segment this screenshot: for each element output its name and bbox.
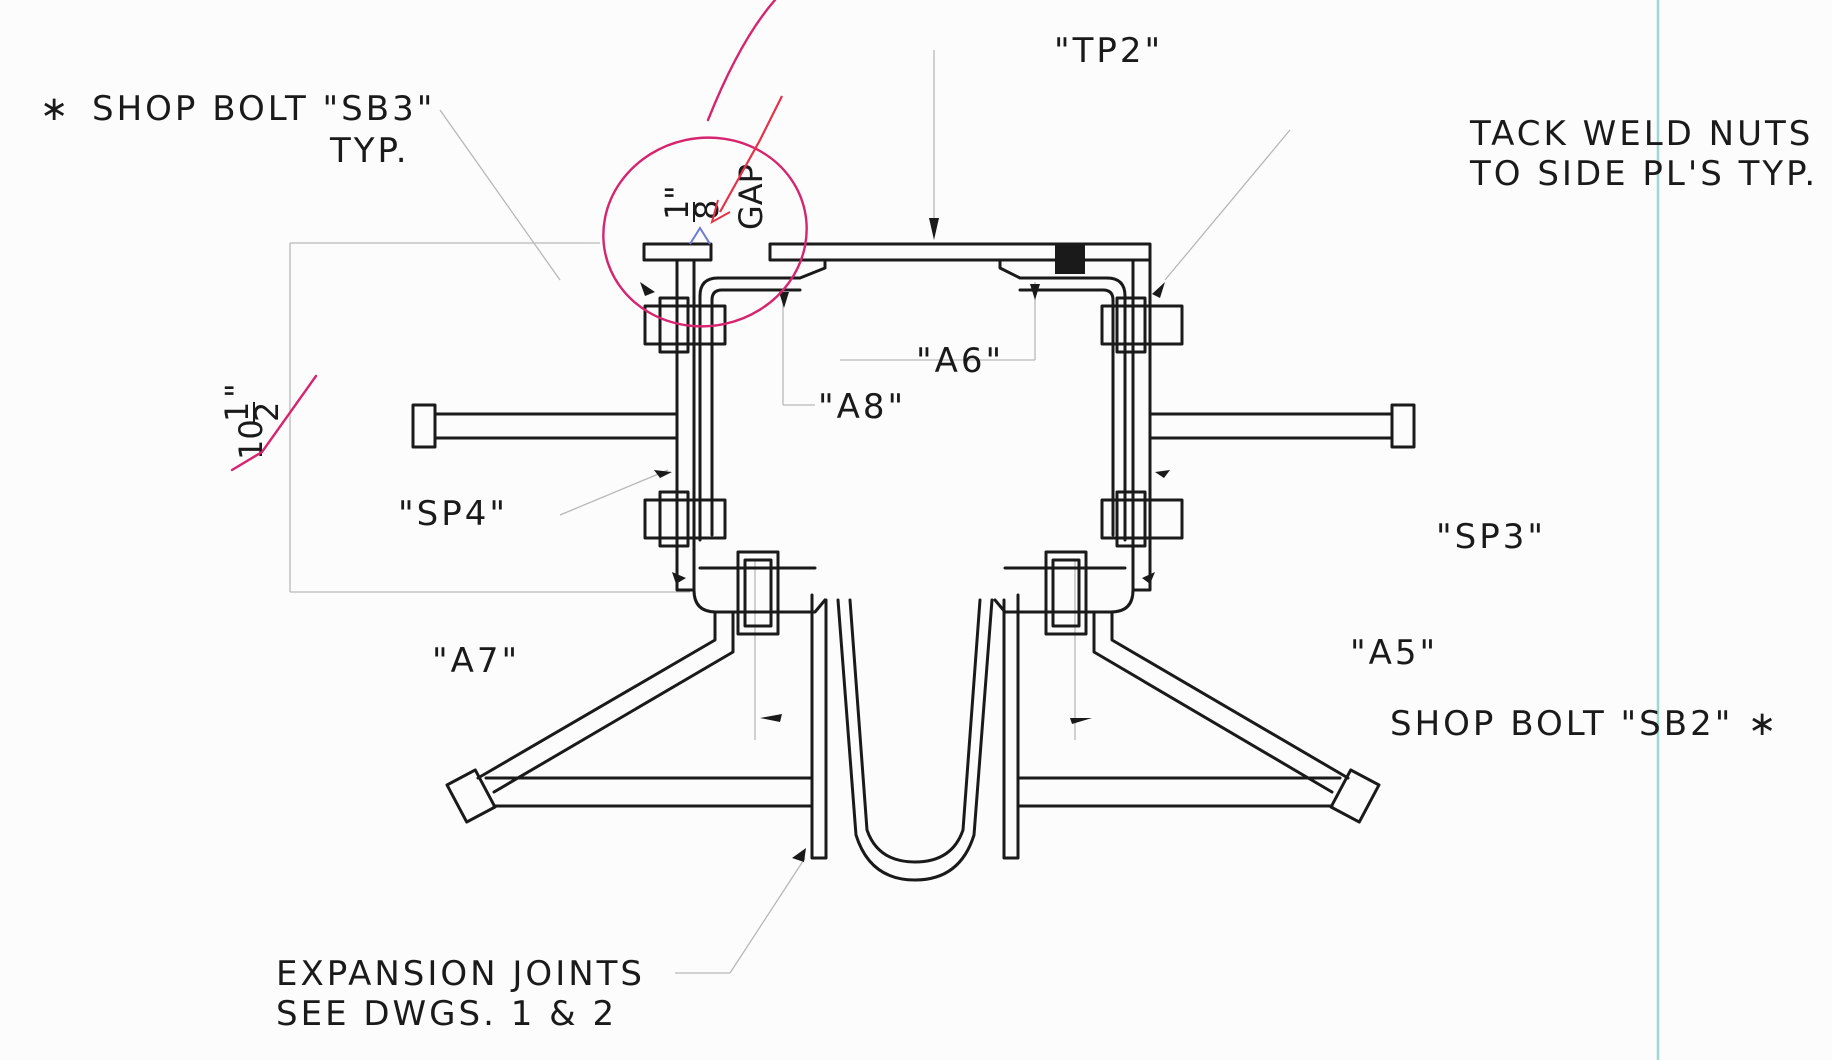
left-rod-end [411, 403, 437, 449]
hand-markup [230, 0, 808, 472]
angle-a6-inner [1018, 288, 1115, 537]
angle-a7-ledge [692, 588, 827, 614]
label-sp3: "SP3" [1436, 517, 1546, 557]
brace-a5-foot [1329, 768, 1381, 824]
bolt-upper-right [1100, 296, 1184, 354]
label-shop-bolt-sb2: SHOP BOLT "SB2" [1390, 704, 1733, 744]
svg-text:10: 10 [232, 419, 270, 460]
expansion-joint-assembly [411, 218, 1416, 882]
right-rod [1148, 412, 1394, 440]
brace-a5 [1092, 610, 1350, 794]
markup-red-arrow [710, 199, 731, 225]
top-plate-tp2 [768, 242, 1152, 262]
label-a7: "A7" [432, 641, 520, 681]
markup-blue-arrow [689, 226, 711, 245]
svg-text:2: 2 [248, 402, 286, 422]
label-a8: "A8" [818, 387, 906, 427]
label-typ: TYP. [329, 131, 410, 171]
side-plate-sp4 [675, 258, 696, 592]
svg-text:1: 1 [658, 200, 696, 220]
label-sp4: "SP4" [398, 494, 508, 534]
brace-a5-bottom [1016, 776, 1342, 808]
brace-a7-bottom [484, 776, 814, 808]
dimension-gap: 1 8 " [658, 185, 726, 222]
svg-text:1: 1 [218, 402, 256, 422]
seal-u-inner [848, 598, 982, 864]
markup-circle [602, 136, 808, 328]
angle-a5-ledge [993, 588, 1135, 614]
weld-block [1055, 244, 1085, 274]
dimension-height: 10 1 2 " [218, 383, 286, 460]
top-plate-left-segment [642, 242, 713, 262]
angle-a8 [698, 260, 827, 542]
label-tp2: "TP2" [1054, 31, 1163, 71]
bolt-lower-right [1044, 550, 1088, 636]
label-tack-weld-line2: TO SIDE PL'S TYP. [1469, 154, 1818, 194]
weld-symbols [640, 218, 1170, 862]
seal-right-flange [1002, 593, 1020, 860]
brace-a7 [476, 610, 735, 794]
label-a5: "A5" [1350, 633, 1438, 673]
bolt-middle-left [643, 490, 727, 548]
markup-check-dimension [230, 374, 318, 472]
brace-a7-foot [445, 768, 497, 824]
markup-red-line [719, 95, 783, 213]
right-rod-end [1390, 403, 1416, 449]
angle-a8-inner [710, 288, 802, 537]
leader-lines [289, 50, 1291, 974]
asterisk-sb3: ∗ [40, 89, 72, 129]
seal-left-flange [810, 593, 828, 860]
svg-text:GAP: GAP [732, 164, 770, 230]
seal-u-outer [836, 598, 994, 882]
label-expansion-line2: SEE DWGS. 1 & 2 [276, 994, 617, 1034]
asterisk-sb2: ∗ [1748, 704, 1780, 744]
side-plate-sp3 [1131, 258, 1152, 592]
label-shop-bolt-sb3: SHOP BOLT "SB3" [92, 89, 435, 129]
markup-stroke-top [706, 0, 777, 122]
bolt-lower-left [736, 550, 780, 636]
label-a6: "A6" [916, 341, 1004, 381]
angle-a6 [998, 260, 1127, 542]
left-rod [433, 412, 679, 440]
svg-text:": " [218, 383, 256, 398]
label-tack-weld-line1: TACK WELD NUTS [1469, 114, 1813, 154]
svg-text:": " [658, 185, 696, 200]
label-expansion-line1: EXPANSION JOINTS [276, 954, 645, 994]
gap-label: GAP [732, 164, 770, 230]
bolt-middle-right [1100, 490, 1184, 548]
